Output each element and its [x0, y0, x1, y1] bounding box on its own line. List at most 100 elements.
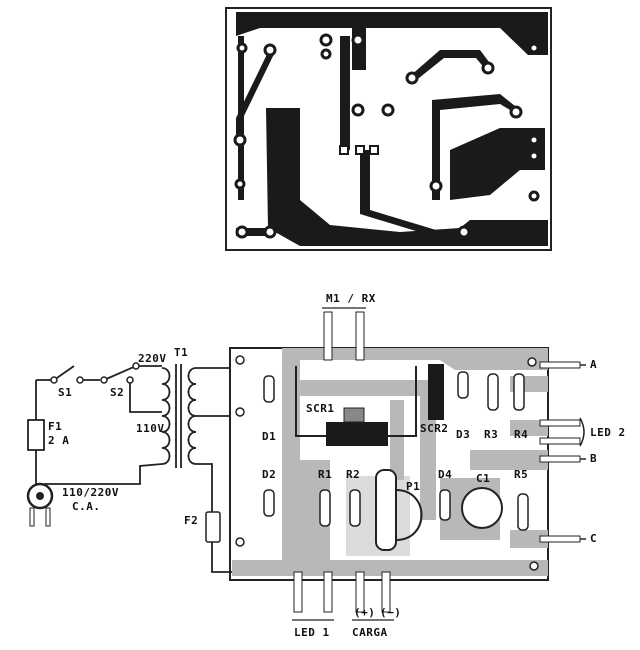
switch-lines: [36, 365, 137, 381]
wire-m1-left: [323, 311, 333, 361]
label-m1-rx: M1 / RX: [326, 292, 376, 305]
wire-carga-minus: [381, 571, 391, 613]
label-d1: D1: [262, 430, 276, 443]
diode-d4: [439, 489, 451, 521]
pad: [319, 33, 333, 47]
copper-track-right-2: [432, 94, 520, 200]
mounting-holes: [235, 355, 539, 571]
pad: [429, 179, 443, 193]
label-r2: R2: [346, 468, 360, 481]
label-110v: 110V: [136, 422, 165, 435]
pad: [320, 48, 332, 60]
pad: [351, 33, 365, 47]
label-c1: C1: [476, 472, 490, 485]
wire-led1-right: [323, 571, 333, 613]
resistor-r1: [319, 489, 331, 527]
potentiometer-p1: [375, 469, 397, 551]
component-layout: [205, 307, 586, 621]
mains-components: [26, 362, 140, 527]
copper-mid-track: [340, 36, 350, 150]
copper-layout: [225, 7, 552, 251]
scr1-body: [326, 422, 388, 446]
pad: [405, 71, 419, 85]
label-terminal-c: C: [590, 532, 597, 545]
pad: [235, 225, 249, 239]
copper-track-right-1: [410, 50, 492, 82]
label-mains-ac: C.A.: [72, 500, 101, 513]
label-p1: P1: [406, 480, 420, 493]
right-terminals: [539, 361, 581, 543]
pad: [509, 105, 523, 119]
label-f1-rating: 2 A: [48, 434, 69, 447]
pad: [528, 134, 540, 146]
label-led2: LED 2: [590, 426, 626, 439]
text-labels: 220V T1 S1 S2 110V F1 2 A 110/220V C.A. …: [48, 292, 626, 639]
label-led1: LED 1: [294, 626, 330, 639]
label-s1: S1: [58, 386, 72, 399]
components: [205, 371, 529, 543]
label-terminal-b: B: [590, 452, 597, 465]
pad: [481, 61, 495, 75]
label-scr2: SCR2: [420, 422, 449, 435]
copper-right-block: [450, 128, 545, 200]
silk-traces: [232, 348, 548, 576]
pad-square: [339, 145, 349, 155]
copper-top-bus: [236, 12, 548, 55]
label-d4: D4: [438, 468, 452, 481]
copper-ground-plane: [266, 108, 548, 246]
led2-bracket: [579, 417, 585, 447]
p1-wiper: [395, 489, 423, 541]
label-carga: CARGA: [352, 626, 388, 639]
resistor-r4: [513, 373, 525, 411]
wire-f2-board: [211, 542, 232, 573]
pad: [234, 178, 246, 190]
label-220v: 220V: [138, 352, 167, 365]
label-r5: R5: [514, 468, 528, 481]
label-s2: S2: [110, 386, 124, 399]
pad: [528, 190, 540, 202]
fuse-f2-body: [205, 511, 221, 543]
diode-d1: [263, 375, 275, 403]
label-r3: R3: [484, 428, 498, 441]
diode-d2: [263, 489, 275, 517]
pad: [528, 150, 540, 162]
pad: [236, 42, 248, 54]
board-outline-top: [225, 7, 552, 251]
mains-plug-center: [36, 492, 44, 500]
plug-pin-1: [29, 507, 35, 527]
label-terminal-a: A: [590, 358, 597, 371]
pad: [351, 103, 365, 117]
transformer-secondary: [187, 367, 197, 465]
capacitor-c1: [461, 487, 503, 529]
transformer-primary: [161, 367, 171, 465]
pad: [528, 42, 540, 54]
label-t1: T1: [174, 346, 188, 359]
label-r1: R1: [318, 468, 332, 481]
wire-m1-right: [355, 311, 365, 361]
pad: [233, 133, 247, 147]
wire-sec-bottom: [196, 463, 213, 512]
scr2-body: [428, 364, 444, 420]
pad: [381, 103, 395, 117]
label-f1: F1: [48, 420, 62, 433]
label-scr1: SCR1: [306, 402, 335, 415]
pad: [263, 43, 277, 57]
label-d2: D2: [262, 468, 276, 481]
resistor-r3: [487, 373, 499, 411]
wire-neutral: [44, 463, 163, 485]
mains-wiring: [35, 364, 232, 573]
resistor-r2: [349, 489, 361, 527]
plug-pin-2: [45, 507, 51, 527]
copper-diag-1: [236, 48, 275, 140]
label-d3: D3: [456, 428, 470, 441]
pad-square: [355, 145, 365, 155]
scr1-tab: [343, 407, 365, 423]
resistor-r5: [517, 493, 529, 531]
pad: [263, 225, 277, 239]
wire-110: [129, 380, 162, 413]
label-f2: F2: [184, 514, 198, 527]
copper-long-track: [360, 150, 456, 242]
label-plus: (+): [354, 606, 375, 619]
copper-pads: [233, 33, 540, 239]
label-r4: R4: [514, 428, 528, 441]
